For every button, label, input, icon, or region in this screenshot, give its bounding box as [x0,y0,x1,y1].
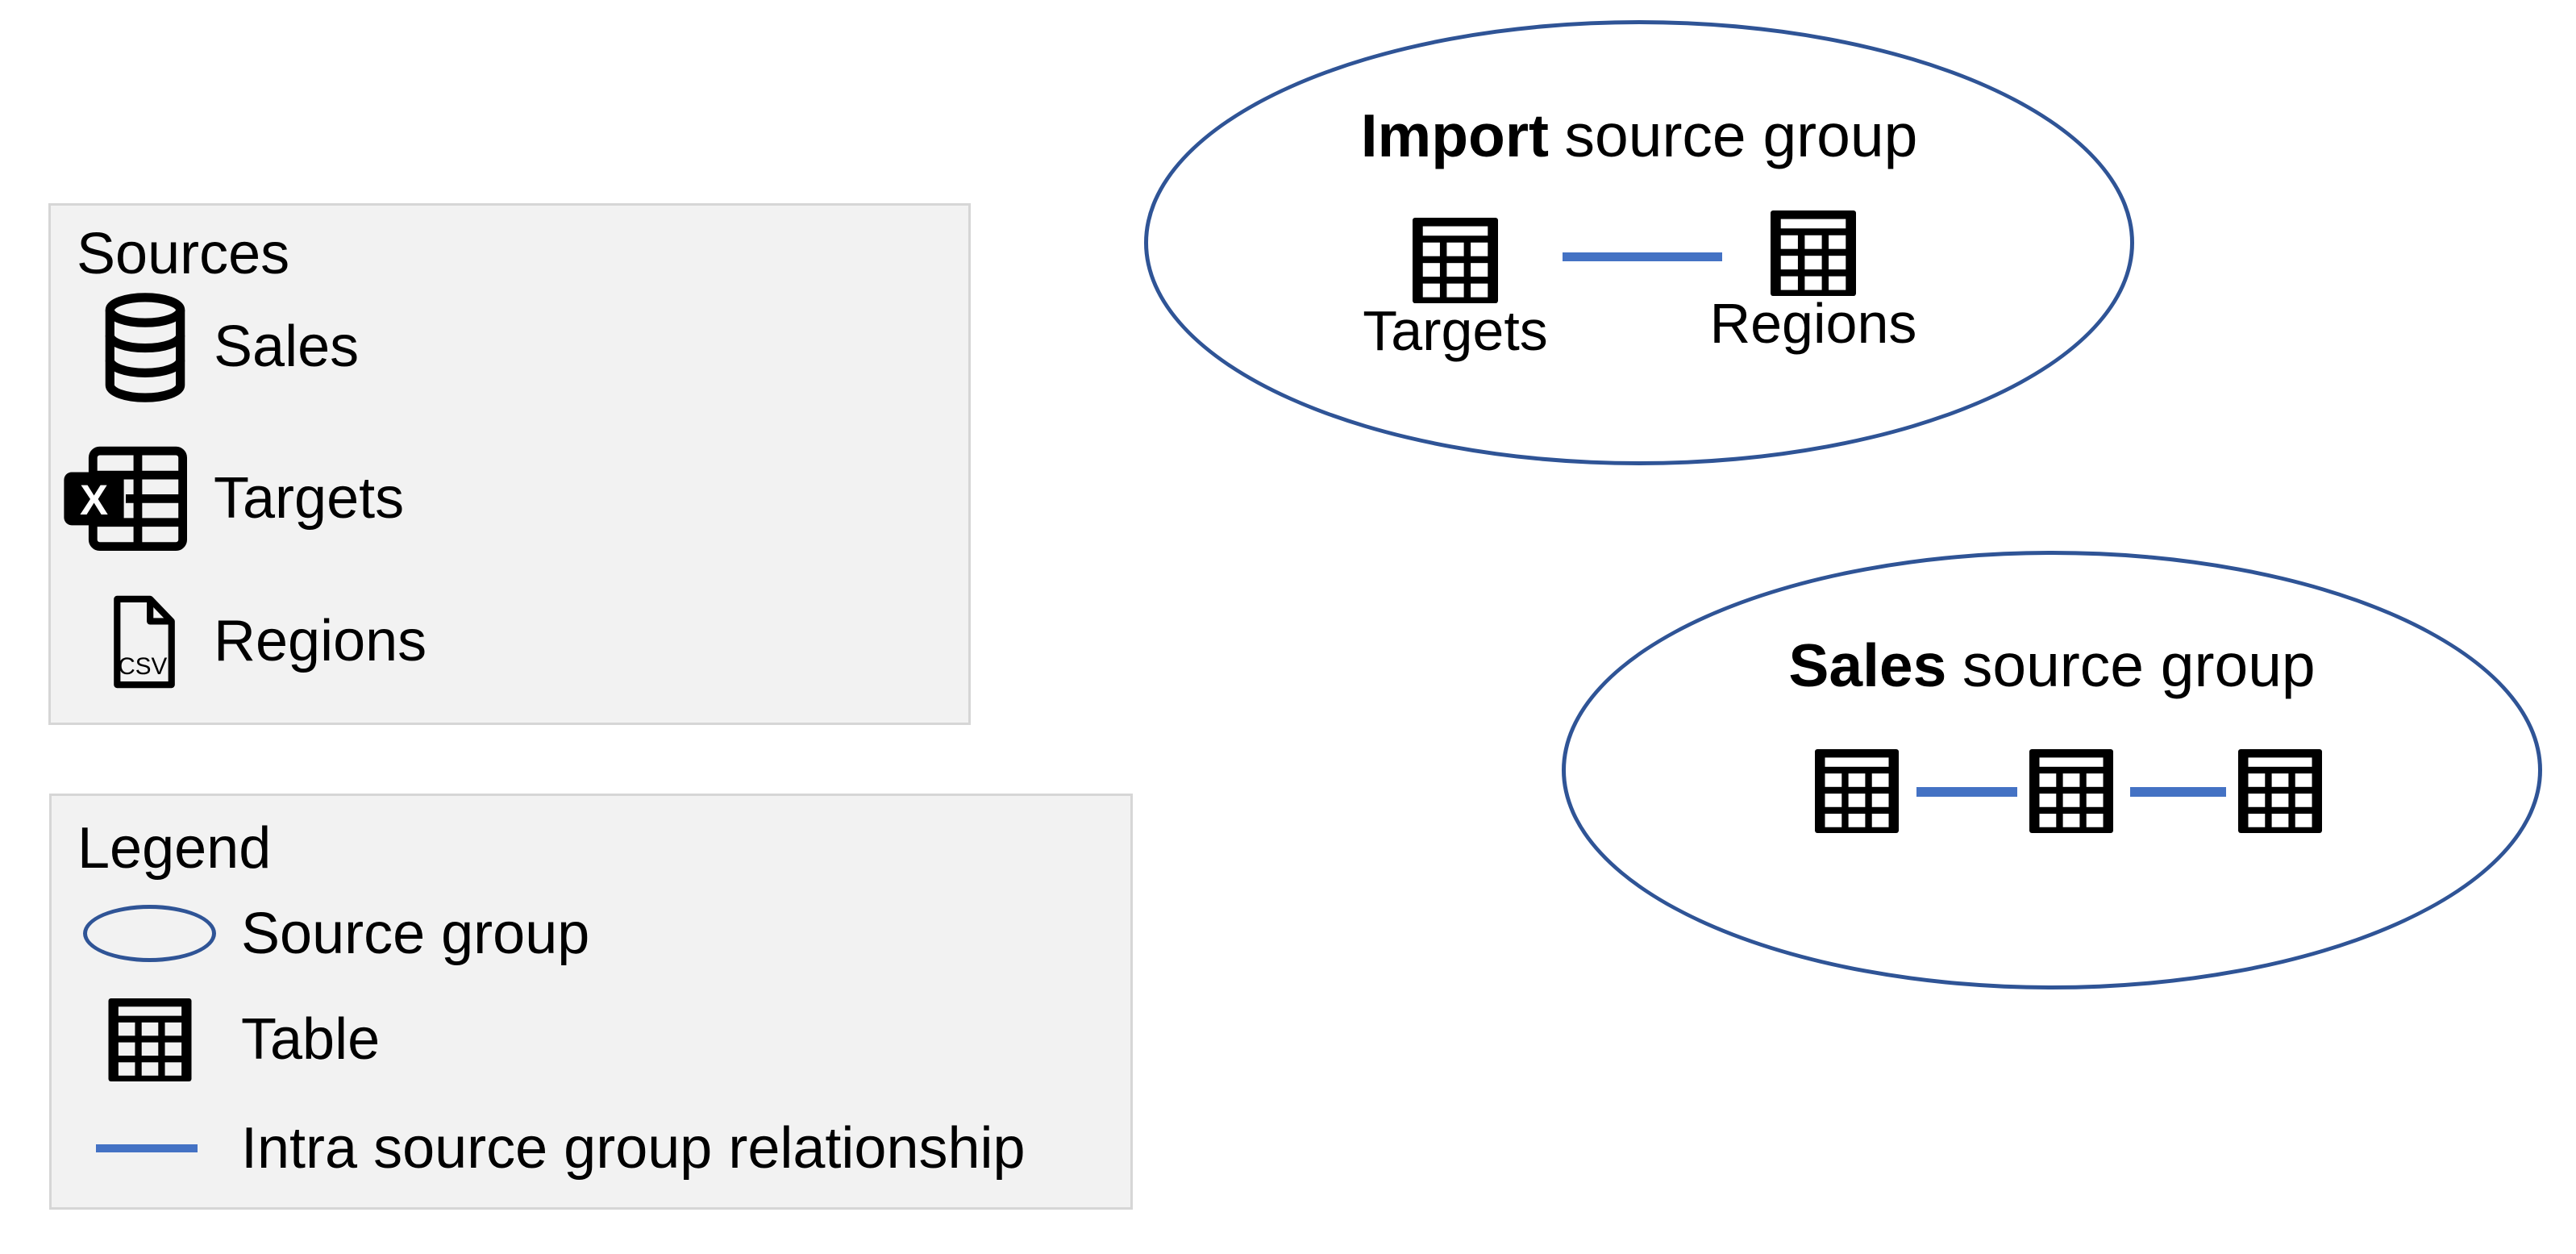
legend-item-label-source-group: Source group [241,902,590,966]
legend-panel-title: Legend [77,816,272,881]
table-icon [1815,749,1899,833]
source-item-label-sales: Sales [214,315,360,379]
intra-source-group-relationship-line [2130,787,2226,797]
csv-file-icon: CSV [114,595,175,689]
group-title-rest: source group [1962,631,2316,699]
group-title-bold: Sales [1788,631,1947,699]
table-label-targets: Targets [1363,299,1548,362]
group-title-rest: source group [1564,102,1918,169]
table-icon-targets [1413,218,1498,303]
legend-item-label-relationship: Intra source group relationship [241,1116,1026,1181]
source-item-label-targets: Targets [214,466,405,531]
intra-source-group-relationship-line [1563,252,1722,261]
source-item-label-regions: Regions [214,609,427,673]
svg-text:X: X [80,477,108,524]
legend-item-label-table: Table [241,1007,381,1072]
source-group-ellipse-icon [83,905,216,962]
table-icon [2029,749,2113,833]
table-icon [2238,749,2322,833]
relationship-line-icon [96,1144,198,1152]
sources-panel-title: Sources [77,222,290,286]
table-icon-regions [1771,210,1856,296]
sources-panel: Sources Sales X Targets [48,203,971,725]
svg-text:CSV: CSV [118,653,167,680]
group-title-bold: Import [1360,102,1550,169]
database-icon [105,293,185,402]
table-icon [108,998,192,1081]
legend-panel: Legend Source group Table Intra source g… [49,794,1133,1210]
excel-workbook-icon: X [64,446,188,552]
intra-source-group-relationship-line [1916,787,2017,797]
table-label-regions: Regions [1709,292,1917,355]
